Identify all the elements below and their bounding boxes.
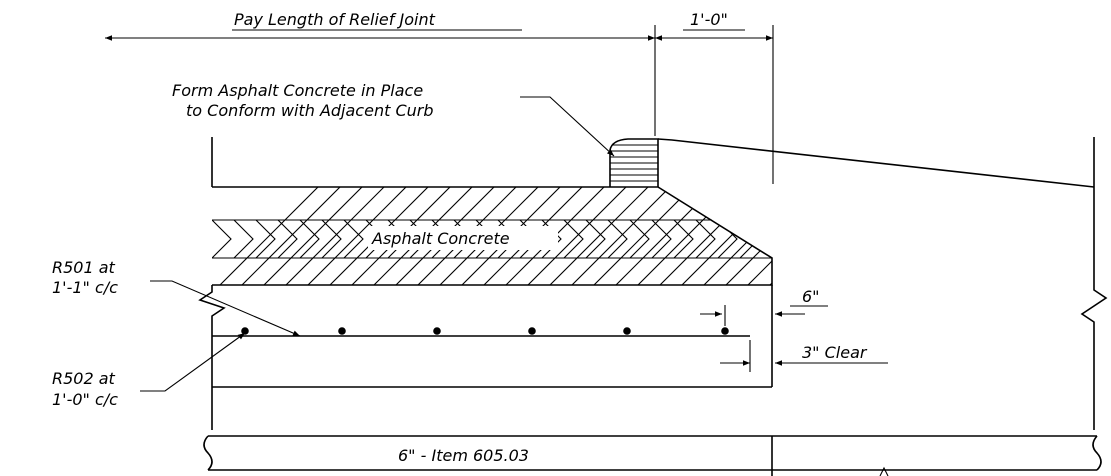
- underdrain-pipe: 6" - Item 605.03: [203, 435, 1102, 476]
- rebar-dots: [241, 327, 729, 335]
- asphalt-concrete-label: Asphalt Concrete: [371, 229, 510, 248]
- rebar-dot: [623, 327, 631, 335]
- six-inch-label: 6": [802, 287, 820, 306]
- r501-note: R501 at 1'-1" c/c: [52, 258, 301, 337]
- form-note-line2: to Conform with Adjacent Curb: [186, 101, 434, 120]
- curb-horizontal-hatch: [610, 144, 658, 182]
- asphalt-label-mask: [368, 226, 558, 250]
- r502-line1: R502 at: [52, 369, 116, 388]
- asphalt-concrete-layer: Asphalt Concrete: [212, 186, 773, 286]
- rebar-dot: [241, 327, 249, 335]
- one-foot-label: 1'-0": [690, 10, 728, 29]
- pipe-small-arrow: [879, 466, 889, 476]
- three-clear-label: 3" Clear: [802, 343, 868, 362]
- chevron-hatch: [212, 220, 760, 258]
- rebar-dot: [528, 327, 536, 335]
- slab-break-line-left: [198, 285, 226, 430]
- rebar-dot: [338, 327, 346, 335]
- r501-line1: R501 at: [52, 258, 116, 277]
- r502-note: R502 at 1'-0" c/c: [52, 332, 246, 409]
- pipe-item-label: 6" - Item 605.03: [398, 446, 529, 465]
- pipe-break-left: [203, 435, 213, 471]
- form-note-line1: Form Asphalt Concrete in Place: [172, 81, 423, 100]
- curb-outline: [609, 138, 659, 187]
- rebar-dot: [721, 327, 729, 335]
- r501-leader: [150, 280, 301, 337]
- slab-break-line-right: [1080, 187, 1108, 430]
- form-asphalt-note: Form Asphalt Concrete in Place to Confor…: [172, 81, 615, 157]
- form-note-leader: [520, 96, 615, 157]
- pay-length-dimension: Pay Length of Relief Joint: [105, 10, 655, 41]
- r502-line2: 1'-0" c/c: [52, 390, 118, 409]
- r502-leader: [140, 332, 246, 392]
- three-clear-dimension: 3" Clear: [720, 340, 888, 372]
- adjacent-slab-right: [1080, 137, 1108, 430]
- pavement-slab-left: [198, 137, 773, 430]
- six-inch-dimension: 6": [700, 287, 828, 326]
- pipe-break-right: [1092, 435, 1102, 471]
- pay-length-label: Pay Length of Relief Joint: [234, 10, 436, 29]
- asphalt-curb: [609, 138, 659, 187]
- r501-line2: 1'-1" c/c: [52, 278, 118, 297]
- rebar-dot: [433, 327, 441, 335]
- adjacent-curb-top-line: [657, 138, 1095, 188]
- one-foot-dimension: 1'-0": [654, 10, 774, 184]
